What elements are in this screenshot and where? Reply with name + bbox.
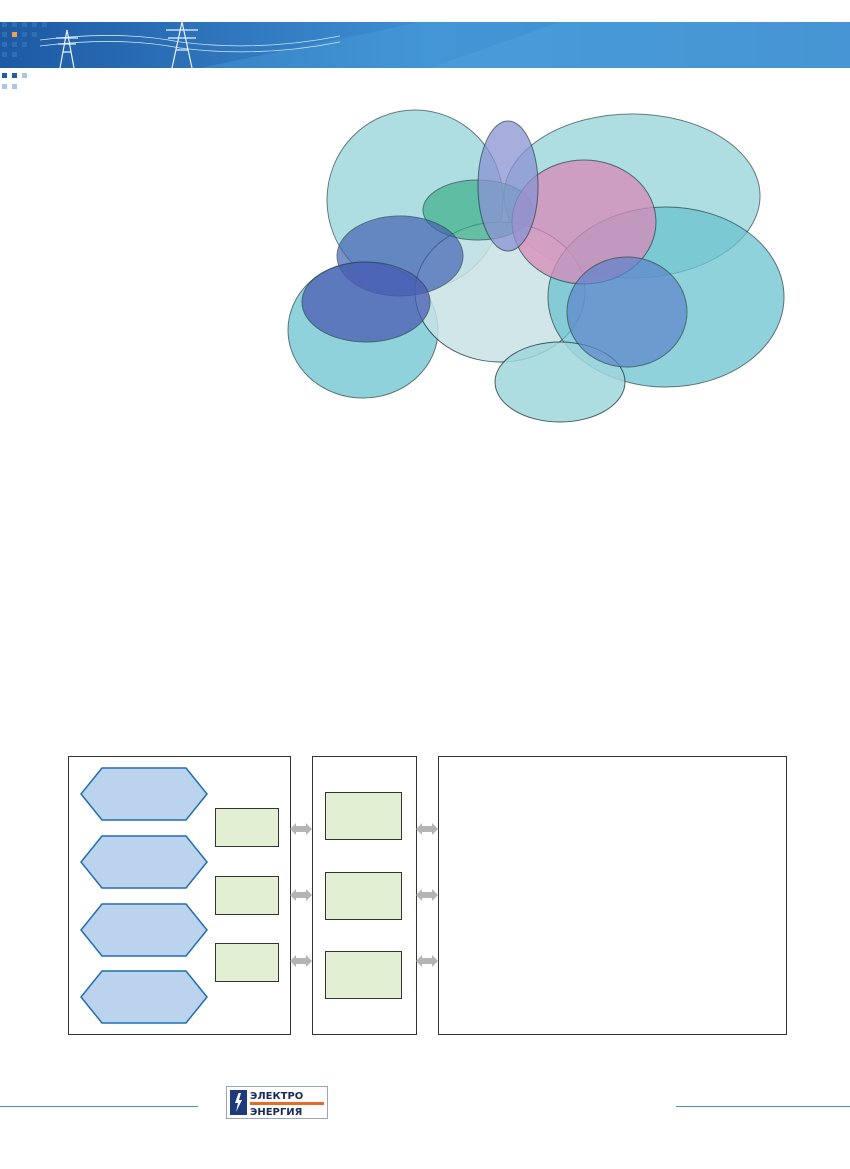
- ellipse-purple-tall: [477, 120, 539, 252]
- ellipse-navy-small: [301, 261, 431, 343]
- left-green-box-2: [215, 876, 279, 915]
- footer-line-left: [0, 1106, 198, 1107]
- hexagon-block-1: [80, 767, 208, 821]
- header-banner: [0, 22, 850, 68]
- hexagon-block-2: [80, 835, 208, 889]
- diagram-frame-right: [438, 756, 787, 1035]
- middle-green-box-2: [325, 872, 402, 920]
- ellipse-blue-right: [566, 256, 688, 368]
- left-green-box-3: [215, 943, 279, 982]
- double-arrow-icon: [290, 955, 312, 967]
- double-arrow-icon: [290, 889, 312, 901]
- double-arrow-icon: [290, 823, 312, 835]
- footer-line-right: [676, 1106, 850, 1107]
- company-logo: ЭЛЕКТРО ЭНЕРГИЯ: [226, 1086, 328, 1119]
- middle-green-box-3: [325, 951, 402, 999]
- ellipse-bottom: [494, 341, 626, 423]
- logo-line-1: ЭЛЕКТРО: [250, 1091, 303, 1102]
- hexagon-block-4: [80, 970, 208, 1024]
- middle-green-box-1: [325, 792, 402, 840]
- double-arrow-icon: [416, 823, 438, 835]
- logo-line-2: ЭНЕРГИЯ: [250, 1107, 302, 1118]
- overlapping-ellipses-diagram: [287, 109, 785, 423]
- left-green-box-1: [215, 808, 279, 847]
- hexagon-block-3: [80, 903, 208, 957]
- double-arrow-icon: [416, 955, 438, 967]
- power-pylon-icon: [56, 22, 198, 68]
- electro-energy-logo-icon: [230, 1090, 247, 1115]
- decorative-dots: [2, 22, 47, 89]
- double-arrow-icon: [416, 889, 438, 901]
